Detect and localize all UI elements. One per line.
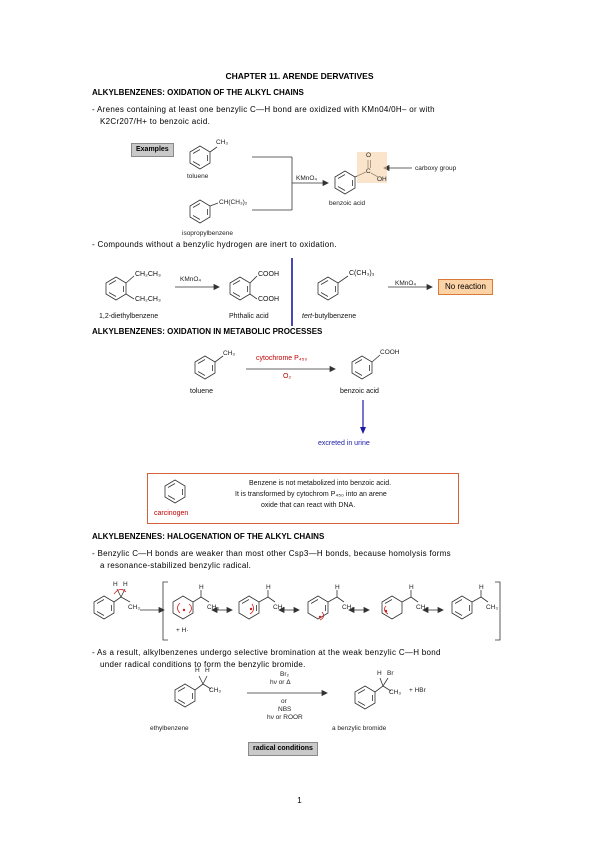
excreted-label: excreted in urine xyxy=(318,440,370,447)
bullet-oxidation-2: - Compounds without a benzylic hydrogen … xyxy=(92,240,337,249)
phthalic-acid-label: Phthalic acid xyxy=(229,313,269,320)
bullet-oxidation-1-line2: K2Cr207/H+ to benzoic acid. xyxy=(100,117,211,126)
diethylbenzene-ring xyxy=(105,276,127,301)
examples-badge: Examples xyxy=(131,143,174,157)
resonance-structures xyxy=(93,581,501,641)
carboxy-group-label: carboxy group xyxy=(415,165,457,172)
product-h-label: H xyxy=(377,670,382,677)
toluene-ring xyxy=(189,145,211,170)
metabolic-cooh-label: COOH xyxy=(380,349,400,356)
note-line-1: Benzene is not metabolized into benzoic … xyxy=(249,480,392,487)
hbr-label: + HBr xyxy=(409,687,426,694)
ethylbenzene-label: ethylbenzene xyxy=(150,725,189,732)
tert-prefix: tert xyxy=(302,313,313,320)
red-curly-arrows xyxy=(113,589,389,621)
ethylbenzene-ring xyxy=(174,683,196,708)
benzylic-bromide-ring xyxy=(354,685,376,710)
benzylic-bromide-label: a benzylic bromide xyxy=(332,725,387,732)
bullet-halogenation-1-line1: - Benzylic C—H bonds are weaker than mos… xyxy=(92,549,451,558)
metabolic-benzoic-acid-ring xyxy=(351,355,373,380)
br2-label: Br₂ xyxy=(280,671,290,678)
kmno4-label: KMnO₄ xyxy=(296,175,318,182)
resonance-h-3: H xyxy=(335,584,340,591)
bullet-halogenation-2-line2: under radical conditions to form the ben… xyxy=(100,660,306,669)
isopropyl-substituent-label: CH(CH₃)₂ xyxy=(219,199,248,206)
note-line-3: oxide that can react with DNA. xyxy=(261,502,356,509)
hv-roor-label: hν or ROOR xyxy=(267,714,303,721)
bromination-h-left: H xyxy=(195,667,200,674)
section-heading-oxidation: ALKYLBENZENES: OXIDATION OF THE ALKYL CH… xyxy=(92,88,304,97)
isopropylbenzene-ring xyxy=(189,199,211,224)
benzoic-acid-label: benzoic acid xyxy=(329,200,366,207)
kmno4-label-3: KMnO₄ xyxy=(395,280,417,287)
resonance-ch3-4: CH₃ xyxy=(416,604,429,611)
resonance-h-4: H xyxy=(409,584,414,591)
cooh-top-label: COOH xyxy=(258,271,279,278)
tert-rest: -butylbenzene xyxy=(312,313,357,320)
nbs-label: NBS xyxy=(278,706,292,713)
product-br-label: Br xyxy=(387,670,394,677)
product-ch3-label: CH₃ xyxy=(389,689,402,696)
resonance-h-2: H xyxy=(266,584,271,591)
cytochrome-label: cytochrome P₄₅₀ xyxy=(256,355,308,362)
tert-butylbenzene-label: tert-butylbenzene xyxy=(302,312,356,322)
carbonyl-o-label: O xyxy=(366,152,372,159)
hv-delta-label: hν or Δ xyxy=(270,679,291,686)
resonance-h-5: H xyxy=(479,584,484,591)
h-radical-label: + H· xyxy=(176,627,189,634)
carcinogen-label: carcinogen xyxy=(154,510,189,517)
page-title: CHAPTER 11. ARENDE DERVATIVES xyxy=(225,71,374,81)
benzene-ring xyxy=(164,479,186,504)
no-reaction-badge: No reaction xyxy=(438,279,493,295)
o2-label: O₂ xyxy=(283,373,292,380)
resonance-h-1: H xyxy=(199,584,204,591)
toluene-ch3-label: CH₃ xyxy=(216,139,229,146)
cooh-bottom-label: COOH xyxy=(258,296,279,303)
benzoic-acid-ring xyxy=(334,170,356,195)
or-label: or xyxy=(281,698,287,705)
note-line-2: It is transformed by cytochrom P₄₅₀ into… xyxy=(235,491,387,498)
kmno4-label-2: KMnO₄ xyxy=(180,276,202,283)
ethyl-ch3-label: CH₃ xyxy=(209,687,222,694)
bullet-halogenation-2-line1: - As a result, alkylbenzenes undergo sel… xyxy=(92,648,441,657)
section-heading-metabolic: ALKYLBENZENES: OXIDATION IN METABOLIC PR… xyxy=(92,327,323,336)
isopropylbenzene-label: isopropylbenzene xyxy=(182,230,233,237)
resonance-ch3-2: CH₃ xyxy=(273,604,286,611)
bullet-oxidation-1-line1: - Arenes containing at least one benzyli… xyxy=(92,105,435,114)
ethyl-bottom-label: CH₂CH₃ xyxy=(135,296,161,303)
radical-conditions-badge: radical conditions xyxy=(248,742,318,756)
section-heading-halogenation: ALKYLBENZENES: HALOGENATION OF THE ALKYL… xyxy=(92,532,325,541)
tert-butylbenzene-ring xyxy=(317,276,339,301)
toluene-label: toluene xyxy=(187,173,209,180)
resonance-ch3-3: CH₃ xyxy=(342,604,355,611)
diethylbenzene-label: 1,2-diethylbenzene xyxy=(99,313,159,320)
page-number: 1 xyxy=(297,796,302,805)
resonance-ch3-1: CH₃ xyxy=(207,604,220,611)
tert-butyl-substituent-label: C(CH₃)₃ xyxy=(349,270,375,277)
carboxy-highlight xyxy=(357,152,387,183)
resonance-ch3-0: CH₃ xyxy=(128,604,141,611)
hydroxyl-label: OH xyxy=(377,176,387,183)
phthalic-acid-ring xyxy=(229,276,251,301)
benzene-note-box xyxy=(147,473,459,524)
ethyl-top-label: CH₂CH₃ xyxy=(135,271,161,278)
resonance-h-right: H xyxy=(123,581,128,588)
metabolic-ch3-label: CH₃ xyxy=(223,350,236,357)
metabolic-toluene-label: toluene xyxy=(190,388,213,395)
metabolic-toluene-ring xyxy=(194,355,216,380)
bromination-h-right: H xyxy=(205,667,210,674)
metabolic-benzoic-acid-label: benzoic acid xyxy=(340,388,379,395)
bullet-halogenation-1-line2: a resonance-stabilized benzylic radical. xyxy=(100,561,252,570)
carbon-c-label: C xyxy=(366,168,371,175)
resonance-h-left: H xyxy=(113,581,118,588)
resonance-ch3-5: CH₃ xyxy=(486,604,499,611)
